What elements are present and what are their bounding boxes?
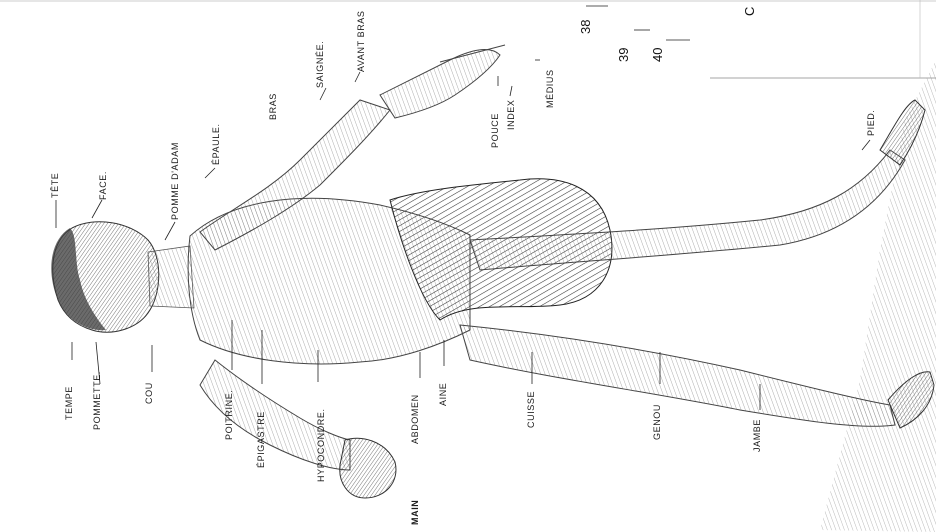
margin-number-38: 38 — [578, 20, 593, 34]
label-pommette: POMMETTE. — [92, 371, 102, 430]
label-abdomen: ABDOMEN — [410, 394, 420, 444]
margin-number-40: 40 — [650, 48, 665, 62]
label-saignee: SAIGNÉE. — [315, 41, 325, 88]
fist-shape — [340, 438, 396, 498]
label-index: INDEX — [506, 99, 516, 130]
label-poitrine: POITRINE. — [224, 390, 234, 440]
label-tempe: TEMPE — [64, 386, 74, 420]
label-epaule: ÉPAULE. — [211, 123, 221, 165]
label-main: MAIN — [410, 500, 420, 525]
label-avant-bras: AVANT BRAS — [356, 10, 366, 72]
label-genou: GENOU — [652, 404, 662, 440]
label-face: FACE. — [98, 171, 108, 200]
neck-shape — [148, 246, 194, 308]
label-bras: BRAS — [268, 93, 278, 120]
label-pomme-d-adam: POMME D'ADAM — [170, 142, 180, 220]
label-medius: MÉDIUS — [545, 69, 555, 108]
label-tete: TÊTE — [50, 173, 60, 198]
label-pied: PIED. — [866, 109, 876, 136]
label-hypocondre: HYPOCONDRE. — [316, 408, 326, 482]
label-epigastre: ÉPIGASTRE — [256, 411, 266, 468]
label-pouce: POUCE — [490, 113, 500, 148]
lowered-arm — [200, 360, 350, 470]
label-aine: AINE — [438, 383, 448, 406]
raised-hand — [380, 50, 500, 118]
label-cou: COU — [144, 382, 154, 404]
label-cuisse: CUISSE — [526, 391, 536, 428]
margin-fragment: C — [742, 7, 757, 16]
margin-number-39: 39 — [616, 48, 631, 62]
label-jambe: JAMBE — [752, 419, 762, 452]
